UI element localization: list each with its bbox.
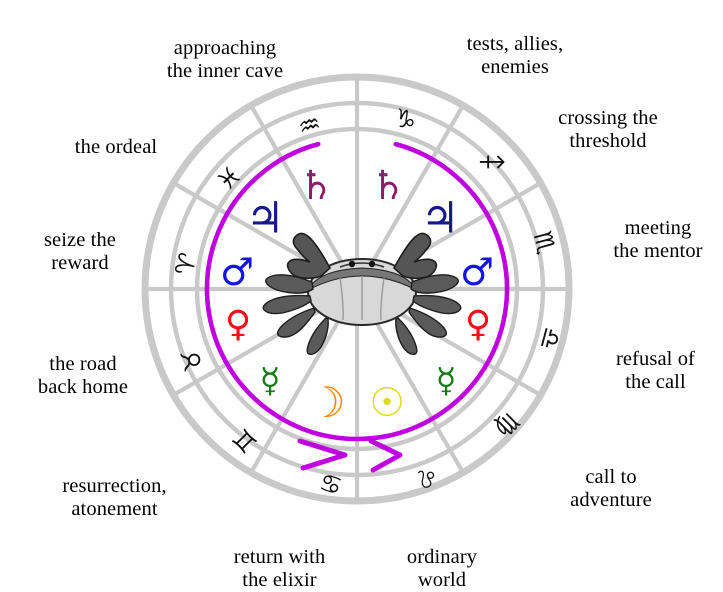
journey-label-text: refusal of the call: [616, 347, 695, 393]
planet-venus-right-glyph: ♀: [464, 304, 492, 345]
journey-label-the-road-back-home: the road back home: [8, 330, 158, 399]
planet-venus-right: ♀: [465, 307, 491, 343]
journey-label-approaching-the-inner-cave: approaching the inner cave: [120, 14, 330, 83]
journey-label-text: the road back home: [37, 352, 129, 398]
journey-label-text: ordinary world: [406, 545, 478, 591]
journey-label-text: approaching the inner cave: [166, 36, 284, 82]
planet-mercury-left: ☿: [260, 364, 281, 398]
planet-sun-glyph: ☉: [369, 380, 405, 426]
planet-mercury-left-glyph: ☿: [259, 361, 281, 401]
planet-jupiter-left: ♃: [246, 197, 285, 241]
planet-moon-glyph: ☽: [308, 378, 346, 427]
planet-jupiter-left-glyph: ♃: [245, 193, 285, 244]
planet-jupiter-right-glyph: ♃: [420, 193, 460, 244]
planet-venus-left: ♀: [225, 307, 251, 343]
journey-label-resurrection-atonement: resurrection, atonement: [22, 452, 207, 521]
journey-label-refusal-of-the-call: refusal of the call: [588, 325, 723, 394]
planet-venus-left-glyph: ♀: [224, 304, 252, 345]
journey-label-text: the ordeal: [74, 135, 158, 158]
journey-label-tests-allies-enemies: tests, allies, enemies: [425, 10, 605, 79]
journey-label-text: resurrection, atonement: [62, 474, 167, 520]
journey-label-seize-the-reward: seize the reward: [10, 206, 150, 275]
planet-jupiter-right: ♃: [421, 197, 460, 241]
planet-saturn-left-glyph: ♄: [298, 163, 334, 209]
journey-label-text: return with the elixir: [233, 545, 326, 591]
planet-sun: ☉: [369, 383, 405, 423]
planet-mars-right: ♂: [460, 253, 494, 291]
journey-circle: [204, 141, 510, 442]
journey-label-text: call to adventure: [570, 465, 652, 511]
journey-label-the-ordeal: the ordeal: [36, 113, 196, 159]
planet-saturn-right: ♄: [370, 166, 406, 206]
journey-label-text: seize the reward: [43, 228, 117, 274]
planet-mars-left: ♂: [220, 253, 254, 291]
journey-arrowheads: [297, 438, 403, 473]
planet-mercury-right-glyph: ☿: [435, 361, 457, 401]
planet-moon: ☽: [308, 382, 346, 424]
journey-label-text: meeting the mentor: [613, 216, 703, 262]
crab-illustration: [262, 232, 461, 355]
journey-label-text: crossing the threshold: [558, 106, 658, 152]
planet-mars-left-glyph: ♂: [219, 250, 255, 294]
journey-label-crossing-the-threshold: crossing the threshold: [508, 84, 708, 153]
planet-mercury-right: ☿: [436, 364, 457, 398]
journey-label-meeting-the-mentor: meeting the mentor: [593, 194, 723, 263]
journey-label-text: tests, allies, enemies: [466, 32, 564, 78]
journey-label-ordinary-world: ordinary world: [374, 523, 510, 592]
journey-label-return-with-the-elixir: return with the elixir: [197, 523, 362, 592]
planet-saturn-left: ♄: [298, 166, 334, 206]
planet-saturn-right-glyph: ♄: [370, 163, 406, 209]
planet-mars-right-glyph: ♂: [459, 250, 495, 294]
journey-label-call-to-adventure: call to adventure: [531, 443, 691, 512]
